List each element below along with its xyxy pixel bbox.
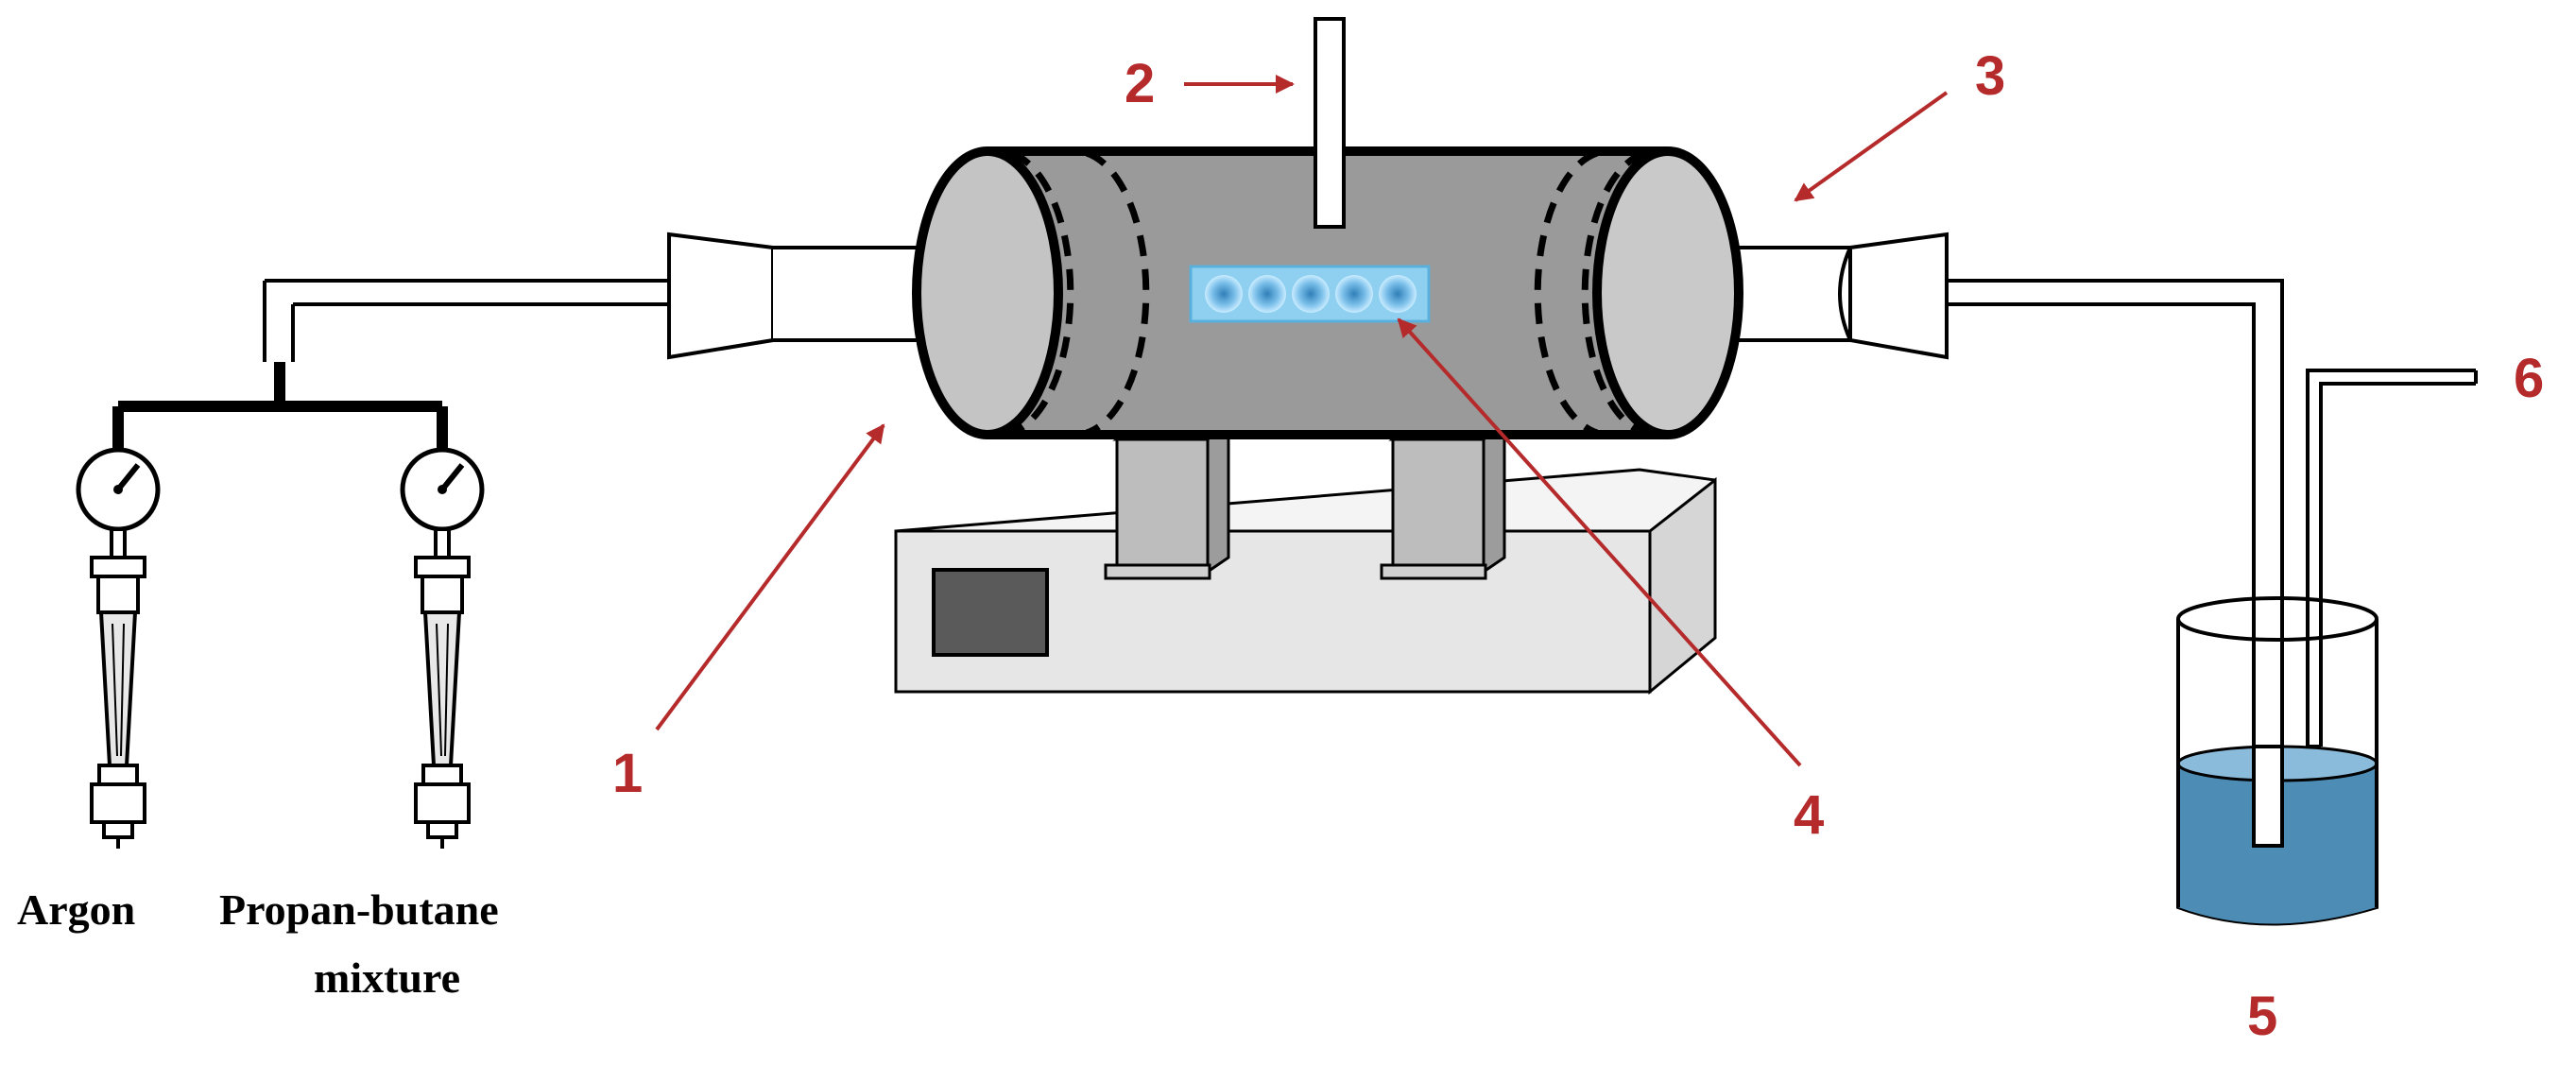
callout-1: 1 <box>612 743 643 804</box>
argon-label: Argon <box>17 885 135 934</box>
arrow-3 <box>1794 91 1949 202</box>
sample-boat <box>1189 265 1431 323</box>
callout-arrows <box>655 75 1949 767</box>
propan-butane-gauge-assembly <box>400 447 485 849</box>
callout-2: 2 <box>1125 53 1155 114</box>
thermocouple-port <box>1314 17 1346 229</box>
flow-meter-icon <box>90 527 146 849</box>
beaker-icon <box>2176 596 2379 926</box>
furnace-base <box>894 468 1717 696</box>
flow-meter-icon <box>414 527 471 849</box>
arrow-1 <box>655 423 885 731</box>
mixture-label: mixture <box>314 953 460 1002</box>
callout-3: 3 <box>1975 45 2005 107</box>
pressure-gauge-icon <box>400 447 485 532</box>
tube-furnace-cylinder <box>912 17 1743 439</box>
callout-4: 4 <box>1794 784 1824 846</box>
argon-gauge-assembly <box>76 447 161 849</box>
callout-6: 6 <box>2514 348 2544 409</box>
gas-supply-lines <box>112 279 669 454</box>
propan-butane-label: Propan-butane <box>219 885 499 934</box>
pressure-gauge-icon <box>76 447 161 532</box>
furnace-control-panel <box>932 568 1049 657</box>
arrow-4 <box>1397 318 1802 767</box>
callout-5: 5 <box>2247 986 2277 1047</box>
